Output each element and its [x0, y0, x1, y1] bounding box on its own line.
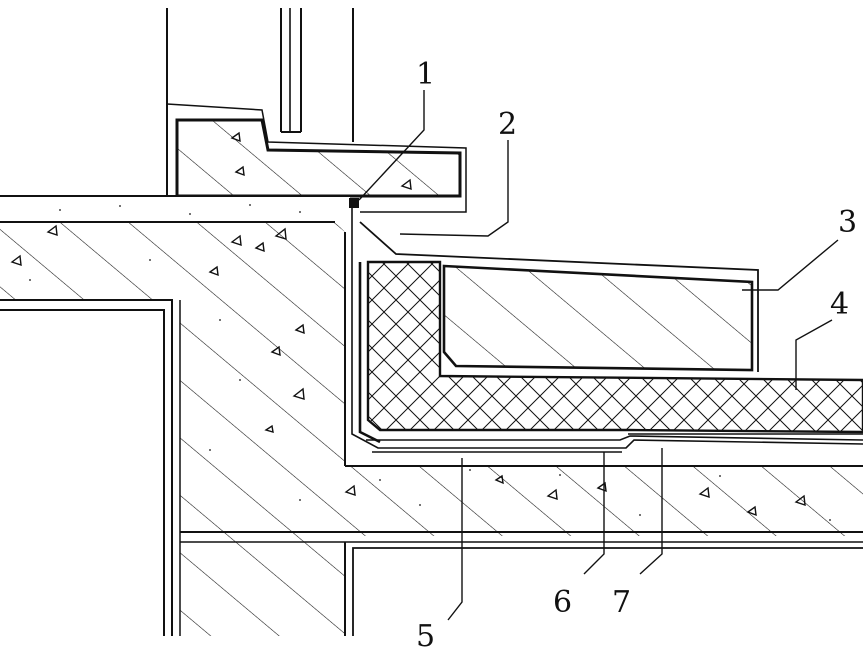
callout-label-6: 6	[553, 585, 572, 620]
callout-label-5: 5	[416, 619, 435, 653]
insulation-layer	[366, 260, 863, 434]
membrane-layers	[366, 433, 863, 453]
callout-label-3: 3	[838, 205, 857, 240]
sealant-block	[349, 198, 359, 208]
callout-label-2: 2	[498, 107, 517, 142]
callout-label-7: 7	[612, 585, 631, 620]
concrete-structure	[0, 131, 863, 636]
callout-label-1: 1	[416, 57, 435, 92]
callout-labels: 1 2 3 4 5 6 7	[416, 57, 857, 654]
callout-label-4: 4	[830, 287, 849, 322]
flashing-membrane	[351, 208, 863, 449]
leader-lines	[358, 90, 839, 621]
protective-block	[442, 264, 754, 372]
window-frame	[166, 8, 354, 196]
